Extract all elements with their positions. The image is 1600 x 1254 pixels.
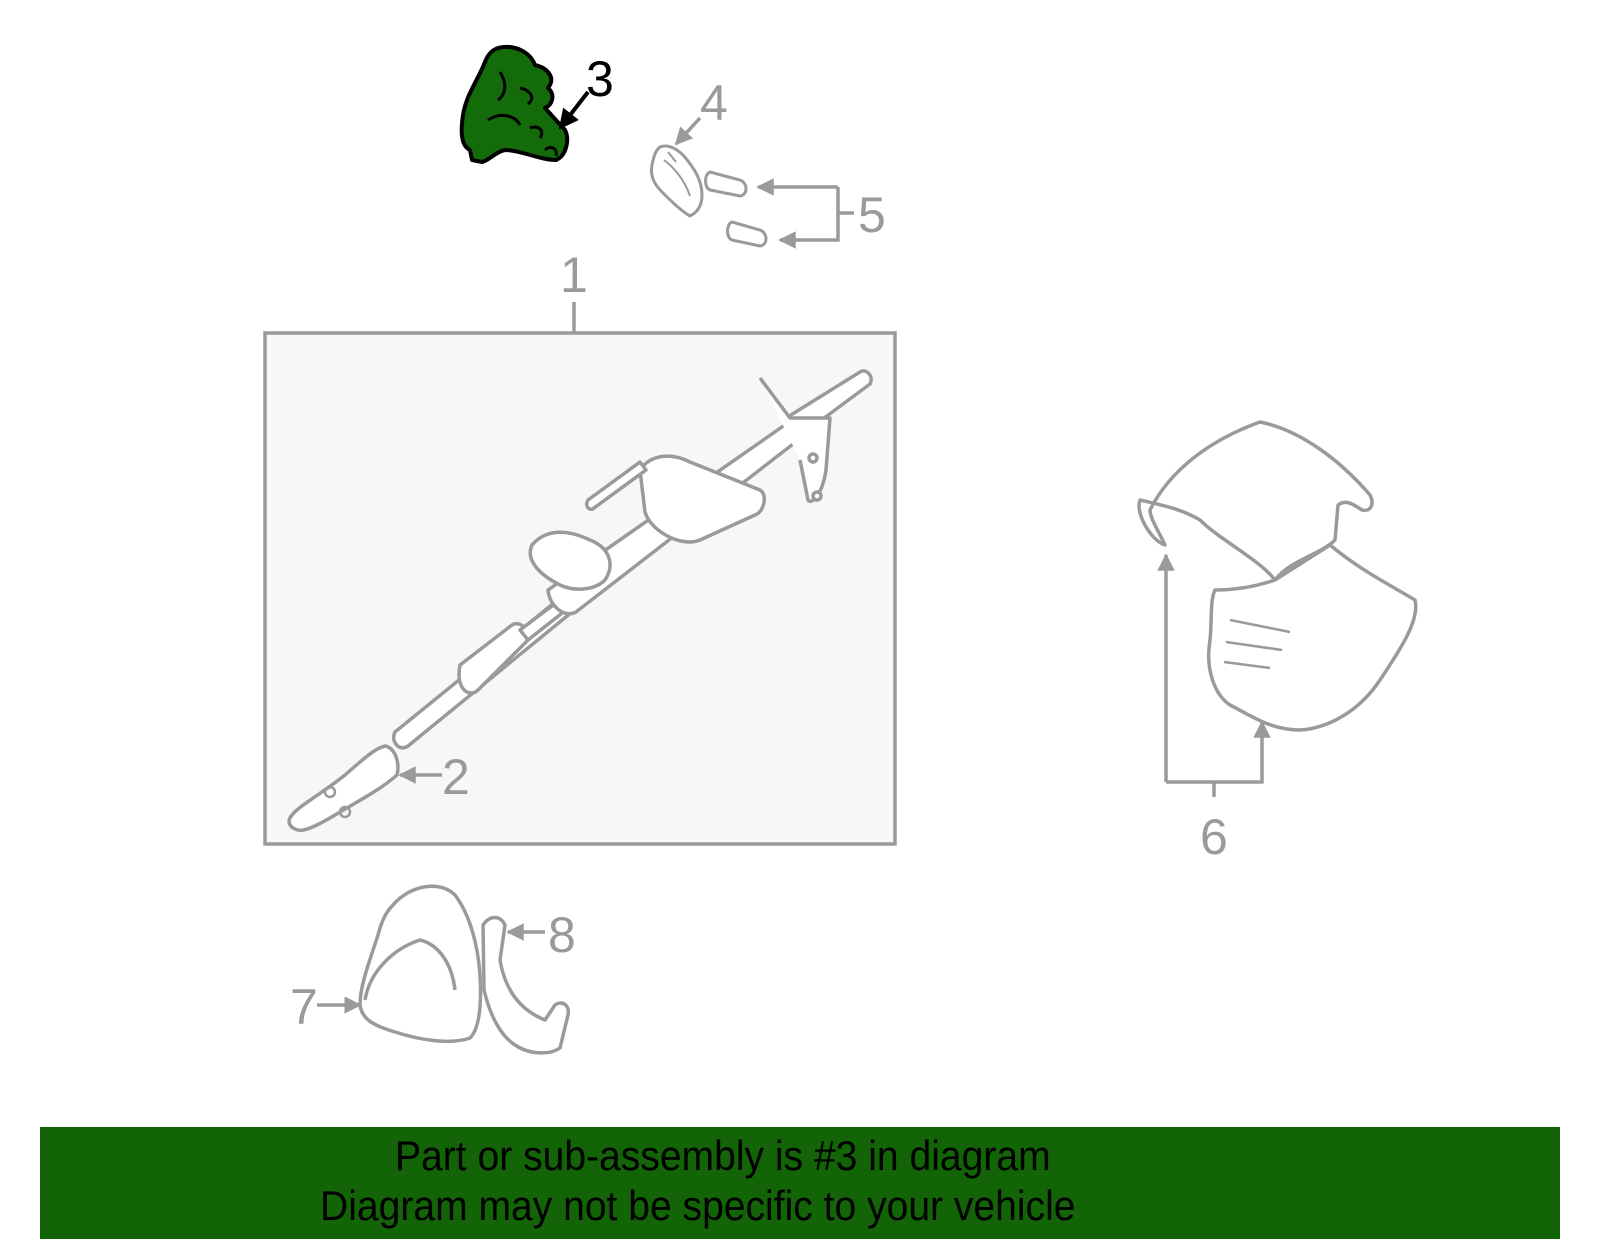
callout-6[interactable]: 6 [1200, 809, 1228, 865]
leader-line-3 [558, 90, 590, 130]
callout-2[interactable]: 2 [442, 749, 470, 805]
part-7-cover[interactable] [358, 884, 483, 1044]
part-3-lock-housing[interactable] [459, 45, 570, 164]
callout-7[interactable]: 7 [290, 979, 318, 1035]
callout-3[interactable]: 3 [586, 51, 614, 107]
banner-disclaimer-text: Diagram may not be specific to your vehi… [320, 1182, 1076, 1229]
callout-8[interactable]: 8 [548, 907, 576, 963]
part-5-screws[interactable] [704, 170, 768, 248]
leader-line-4 [674, 116, 702, 146]
leader-lines-5 [756, 178, 854, 249]
part-4-bezel[interactable] [650, 144, 704, 218]
callout-1[interactable]: 1 [560, 247, 588, 303]
leader-lines-6 [1157, 553, 1271, 797]
callout-4[interactable]: 4 [700, 75, 728, 131]
part-2-u-joint[interactable] [287, 744, 400, 833]
part-info-banner: Part or sub-assembly is #3 in diagram Di… [40, 1127, 1560, 1239]
part-1-steering-column[interactable] [392, 369, 873, 750]
part-6-column-covers[interactable] [1137, 420, 1418, 732]
callout-5[interactable]: 5 [858, 187, 886, 243]
part-8-bracket[interactable] [481, 915, 571, 1055]
banner-part-text: Part or sub-assembly is #3 in diagram [395, 1132, 1051, 1179]
